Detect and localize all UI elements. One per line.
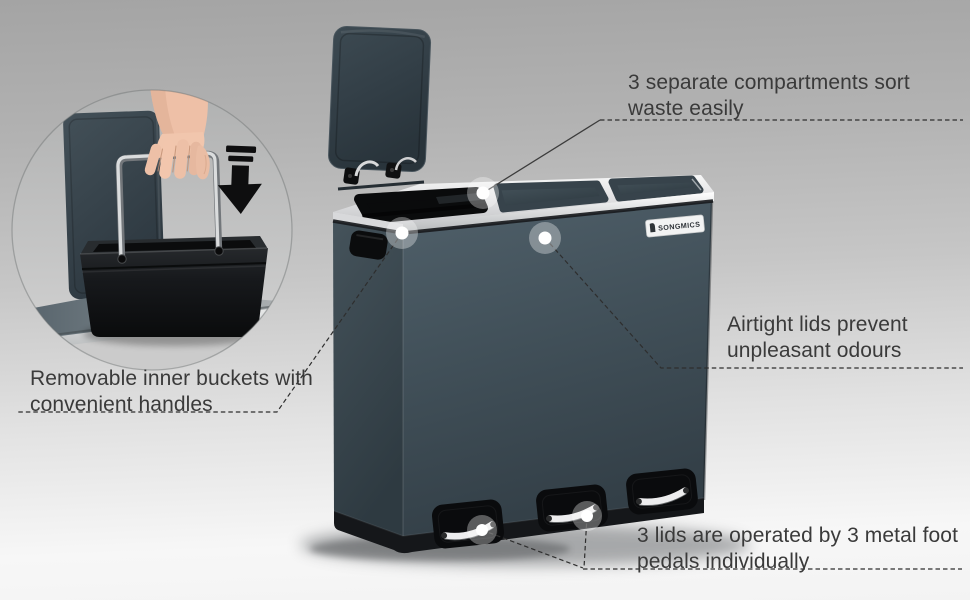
callout-connectors [18, 119, 963, 570]
foot-pedal-left [431, 499, 505, 549]
callout-line: pedals individually [637, 550, 810, 573]
foot-pedals [431, 468, 698, 549]
connector-pedals-middle [583, 515, 588, 569]
brand-logo: SONGMICS [645, 214, 705, 238]
connector-compartments-solid [482, 119, 601, 194]
inner-bucket [79, 236, 269, 337]
foot-pedal-right [626, 468, 698, 515]
callout-dot-compartments [467, 177, 499, 209]
callout-line: convenient handles [30, 393, 213, 416]
connector-buckets [18, 232, 403, 413]
callout-dots [386, 177, 602, 545]
callout-line: Airtight lids prevent [727, 313, 908, 336]
open-lid [328, 25, 432, 191]
callout-buckets: Removable inner buckets with convenient … [30, 366, 313, 418]
connector-pedals-left [481, 529, 584, 569]
lid-hinge [337, 157, 425, 191]
callout-airtight: Airtight lids prevent unpleasant odours [727, 312, 908, 364]
callout-pedals: 3 lids are operated by 3 metal foot peda… [637, 523, 958, 575]
callout-line: 3 lids are operated by 3 metal foot [637, 524, 959, 547]
inset-detail-circle [11, 89, 293, 371]
callout-dot-pedal-left [467, 515, 497, 545]
down-arrow-icon [217, 145, 262, 215]
bin-left-face [333, 219, 403, 538]
bin-front-face [403, 199, 712, 538]
callout-dot-pedal-middle [572, 501, 602, 531]
lid-middle [493, 180, 609, 213]
callout-dot-airtight [529, 222, 561, 254]
callout-line: Removable inner buckets with [30, 367, 313, 390]
trash-bin: SONGMICS [328, 25, 714, 554]
callout-compartments: 3 separate compartments sort waste easil… [628, 70, 910, 122]
svg-text:SONGMICS: SONGMICS [658, 220, 701, 233]
bin-base [334, 498, 704, 554]
connector-airtight [544, 237, 963, 369]
side-handle-cutout [349, 230, 388, 260]
hand [144, 90, 210, 180]
callout-line: waste easily [628, 97, 744, 120]
callout-dot-buckets [386, 217, 418, 249]
callout-line: 3 separate compartments sort [628, 71, 910, 94]
bin-top-deck [332, 175, 714, 235]
callout-line: unpleasant odours [727, 339, 902, 362]
